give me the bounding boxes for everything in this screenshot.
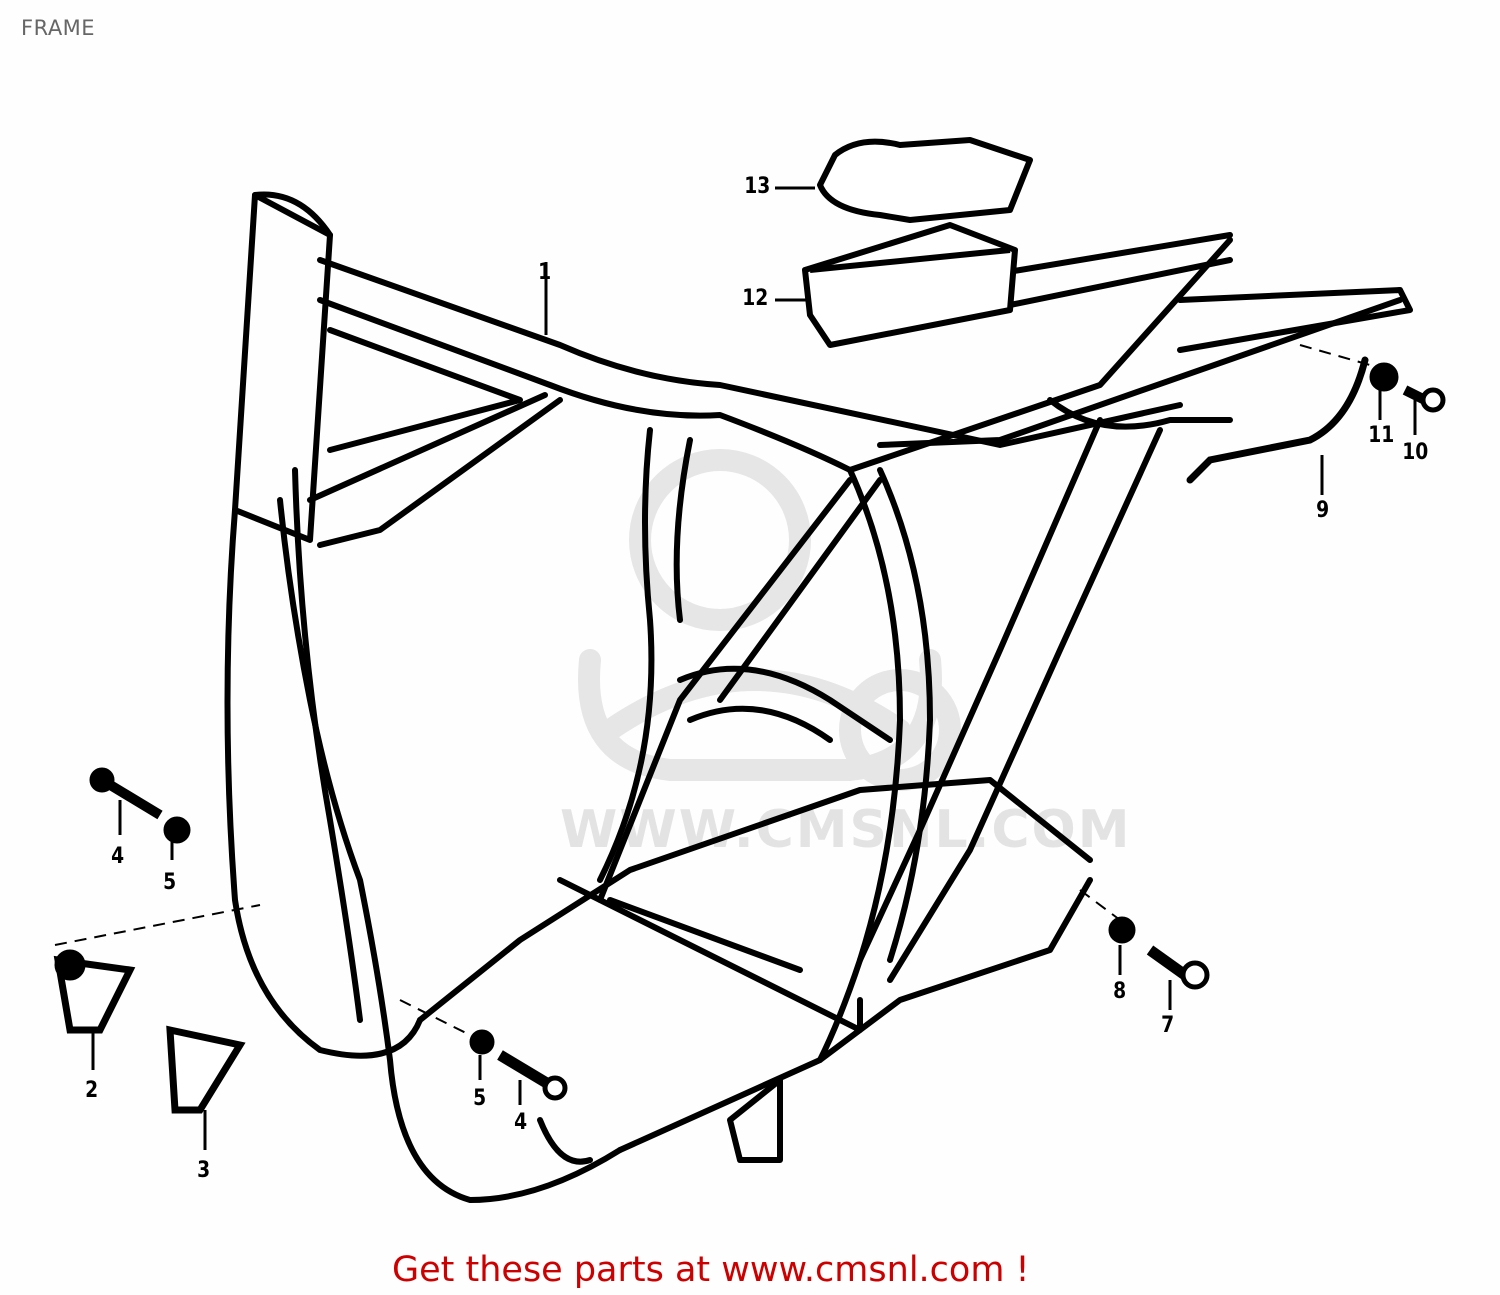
center-tube-a: [817, 467, 903, 1063]
callout-2[interactable]: 2: [85, 1078, 99, 1103]
top-tube-lower: [317, 297, 853, 473]
part-12-battery-box: [802, 222, 1018, 348]
front-downtube-left: [224, 507, 423, 1059]
callout-10[interactable]: 10: [1402, 440, 1429, 465]
seat-rail-right: [877, 297, 1403, 448]
callout-9[interactable]: 9: [1316, 498, 1330, 523]
footer: Get these parts at www.cmsnl.com !: [392, 1250, 1030, 1290]
center-tube-left: [597, 427, 655, 883]
page-title: FRAME: [21, 16, 96, 40]
callout-11[interactable]: 11: [1368, 423, 1395, 448]
lower-rail-right: [617, 877, 1093, 1153]
cmsnl-parts-link[interactable]: Get these parts at www.cmsnl.com !: [392, 1250, 1030, 1290]
callout-5-center[interactable]: 5: [473, 1086, 487, 1111]
head-tube: [232, 191, 333, 543]
top-tube-upper: [317, 257, 1183, 448]
callout-4-left[interactable]: 4: [111, 844, 125, 869]
front-downtube-right: [277, 497, 623, 1203]
callout-3[interactable]: 3: [197, 1158, 211, 1183]
callout-13[interactable]: 13: [744, 174, 771, 199]
center-tube-b: [877, 467, 933, 963]
callout-1[interactable]: 1: [538, 260, 552, 285]
rear-downtube: [857, 417, 1103, 963]
callout-4-center[interactable]: 4: [514, 1110, 528, 1135]
part-13-cover: [817, 137, 1033, 223]
lower-rail-left: [417, 777, 1093, 1023]
callout-7[interactable]: 7: [1161, 1013, 1175, 1038]
center-tube-right: [673, 437, 693, 623]
watermark-text: WWW.CMSNL.COM: [560, 800, 1132, 860]
callout-5-left[interactable]: 5: [163, 870, 177, 895]
diagonal-brace: [597, 477, 853, 903]
callout-12[interactable]: 12: [742, 286, 769, 311]
callout-8[interactable]: 8: [1113, 979, 1127, 1004]
part-9-bracket: [1186, 356, 1369, 484]
